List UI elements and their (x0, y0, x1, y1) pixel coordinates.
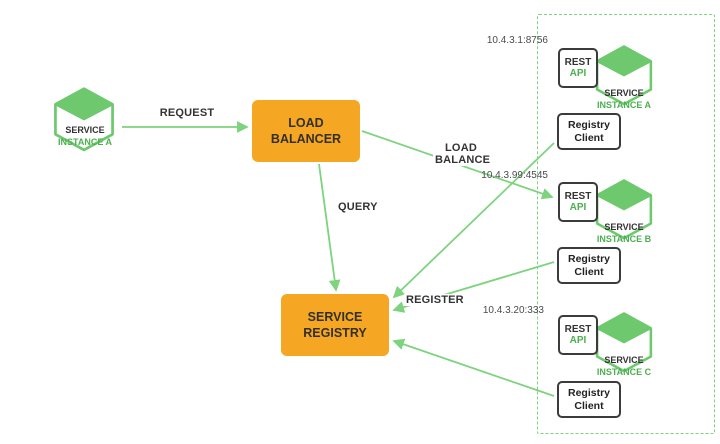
registry-client-label: Registry Client (567, 253, 610, 278)
instance-name: INSTANCE A (597, 99, 651, 110)
instance-c-ip-label: 10.4.3.20:333 (482, 305, 544, 316)
label-load-balance: LOAD BALANCE (433, 142, 491, 166)
arrow-query (318, 163, 341, 292)
arrow-register-c (392, 338, 555, 397)
instance-b-hexagon-icon (595, 179, 653, 240)
instance-a-service-label: SERVICE INSTANCE A (584, 88, 664, 111)
load-balancer-node: LOAD BALANCER (252, 100, 360, 162)
instance-c-hexagon-icon (595, 312, 653, 373)
instance-a-ip-label: 10.4.3.1:8756 (486, 35, 548, 46)
instance-b-registry-client-box: Registry Client (557, 247, 621, 284)
instance-name: INSTANCE C (596, 366, 652, 377)
rest-label: REST (564, 323, 592, 335)
instances-boundary (537, 14, 715, 434)
client-instance-name: INSTANCE A (58, 136, 112, 147)
rest-label: REST (564, 56, 592, 68)
client-service-label: SERVICE INSTANCE A (41, 125, 129, 148)
label-query: QUERY (338, 201, 378, 213)
instance-a-registry-client-box: Registry Client (557, 113, 621, 150)
instance-c-service-label: SERVICE INSTANCE C (584, 355, 664, 378)
instance-c-registry-client-box: Registry Client (557, 381, 621, 418)
api-label: API (569, 202, 587, 213)
instance-a-rest-api-box: REST API (558, 48, 598, 88)
service-name: SERVICE (604, 88, 644, 98)
service-name: SERVICE (604, 222, 644, 232)
api-label: API (569, 335, 587, 346)
instance-name: INSTANCE B (596, 233, 652, 244)
label-request: REQUEST (159, 107, 215, 119)
registry-client-label: Registry Client (567, 387, 610, 412)
service-registry-node: SERVICE REGISTRY (281, 294, 389, 356)
service-registry-label: SERVICE REGISTRY (303, 309, 367, 340)
registry-client-label: Registry Client (567, 119, 610, 144)
instance-a-hexagon-icon (595, 45, 653, 106)
client-hexagon-icon (54, 87, 114, 152)
api-label: API (569, 68, 587, 79)
instance-b-service-label: SERVICE INSTANCE B (584, 222, 664, 245)
instance-b-ip-label: 10.4.3.99:4545 (481, 170, 548, 181)
load-balancer-label: LOAD BALANCER (270, 115, 342, 146)
arrow-register-a (392, 142, 555, 299)
label-register: REGISTER (404, 294, 466, 306)
instance-c-rest-api-box: REST API (558, 315, 598, 355)
rest-label: REST (564, 190, 592, 202)
client-service-name: SERVICE (65, 125, 105, 135)
service-name: SERVICE (604, 355, 644, 365)
instance-b-rest-api-box: REST API (558, 182, 598, 222)
